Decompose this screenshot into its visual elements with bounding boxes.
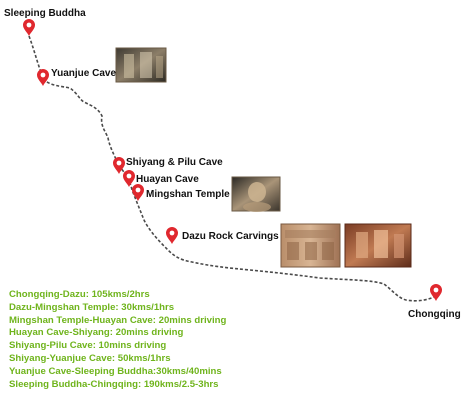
pin-chongqing (430, 284, 442, 301)
pin-dazu-rock-carvings (166, 227, 178, 244)
pin-shiyang-pilu-cave (113, 157, 125, 174)
route-info-item: Chongqing-Dazu: 105kms/2hrs (9, 289, 150, 300)
label-dazu-rock-carvings: Dazu Rock Carvings (182, 231, 279, 242)
pin-sleeping-buddha (23, 19, 35, 36)
label-chongqing: Chongqing (408, 309, 461, 320)
route-info-list: Chongqing-Dazu: 105kms/2hrs Dazu-Mingsha… (9, 289, 226, 391)
route-line (28, 35, 437, 302)
dazu-carving-photo-2 (344, 223, 412, 268)
label-huayan-cave: Huayan Cave (136, 174, 199, 185)
route-info-item: Shiyang-Yuanjue Cave: 50kms/1hrs (9, 352, 171, 364)
mingshan-buddha-photo (231, 176, 281, 212)
route-info-item: Mingshan Temple-Huayan Cave: 20mins driv… (9, 314, 227, 326)
pin-mingshan-temple (132, 184, 144, 201)
label-shiyang-pilu-cave: Shiyang & Pilu Cave (126, 157, 223, 168)
label-mingshan-temple: Mingshan Temple (146, 189, 230, 200)
label-yuanjue-cave: Yuanjue Cave (51, 68, 117, 79)
label-sleeping-buddha: Sleeping Buddha (4, 8, 86, 19)
dazu-carving-photo-1 (280, 223, 341, 268)
route-info-item: Yuanjue Cave-Sleeping Buddha:30kms/40min… (9, 365, 222, 377)
route-info-item: Huayan Cave-Shiyang: 20mins driving (9, 327, 184, 339)
route-info-item: Shiyang-Pilu Cave: 10mins driving (9, 340, 167, 352)
yuanjue-cave-photo (115, 47, 167, 83)
pin-yuanjue-cave (37, 69, 49, 86)
route-info-item: Dazu-Mingshan Temple: 30kms/1hrs (9, 301, 175, 313)
route-info-item: Sleeping Buddha-Chingqing: 190kms/2.5-3h… (9, 378, 219, 390)
pin-huayan-cave (123, 170, 135, 187)
